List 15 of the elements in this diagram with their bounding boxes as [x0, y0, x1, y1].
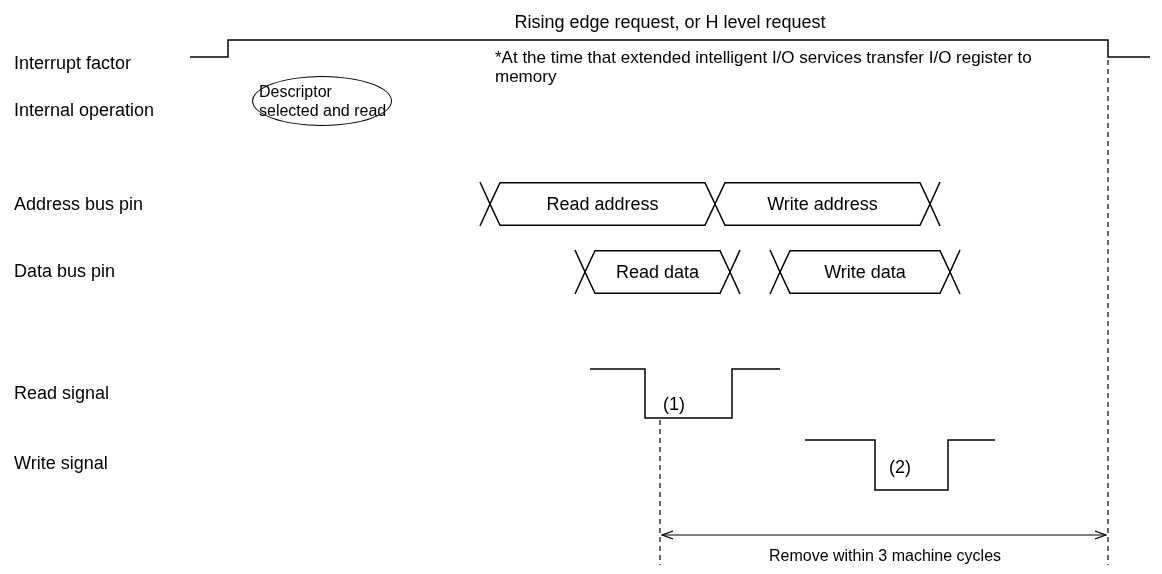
signal-name: Internal operation — [14, 100, 155, 121]
bus-value-segment: Write data — [780, 250, 950, 294]
signal-name: Interrupt factor — [14, 53, 132, 74]
signal-name: Write signal — [14, 453, 108, 474]
signal-note: Rising edge request, or H level request — [513, 12, 827, 33]
callout-number: (2) — [889, 457, 911, 478]
signal-name: Address bus pin — [14, 194, 144, 215]
bus-value-segment: Read data — [585, 250, 730, 294]
signal-name: Data bus pin — [14, 261, 116, 282]
bus-value-segment: Read address — [490, 182, 715, 226]
signal-name: Read signal — [14, 383, 110, 404]
bus-value-segment: Write address — [715, 182, 930, 226]
dimension-label: Remove within 3 machine cycles — [767, 546, 1003, 566]
callout-number: (1) — [663, 394, 685, 415]
footnote: *At the time that extended intelligent I/O services transfer I/O register to memory — [495, 48, 1033, 86]
